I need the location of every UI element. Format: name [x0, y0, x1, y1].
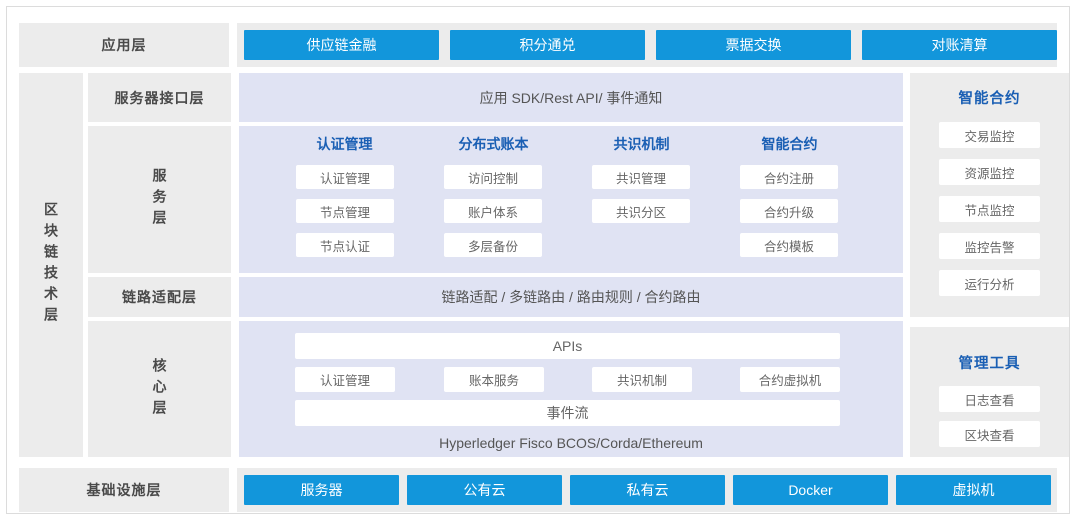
- core-footer-platforms: Hyperledger Fisco BCOS/Corda/Ethereum: [439, 435, 703, 451]
- infra-button-server[interactable]: 服务器: [244, 475, 399, 505]
- right-panel-item-runtime-analysis[interactable]: 运行分析: [939, 270, 1040, 296]
- right-panel-item-transaction-monitor[interactable]: 交易监控: [939, 122, 1040, 148]
- right-panel-item-node-monitor[interactable]: 节点监控: [939, 196, 1040, 222]
- application-layer-label-box: 应用层: [19, 23, 229, 67]
- core-module-contract-vm[interactable]: 合约虚拟机: [740, 367, 840, 392]
- link-adapter-layer-label-box: 链路适配层: [88, 277, 231, 317]
- blockchain-tech-layer-label: 区块链技术层: [43, 202, 59, 328]
- right-panel-item-resource-monitor[interactable]: 资源监控: [939, 159, 1040, 185]
- app-button-reconciliation-settlement[interactable]: 对账清算: [862, 30, 1057, 60]
- right-panel-item-monitor-alarm[interactable]: 监控告警: [939, 233, 1040, 259]
- service-item-consensus-2[interactable]: 共识分区: [592, 199, 690, 223]
- server-interface-layer-label: 服务器接口层: [114, 89, 205, 106]
- right-panel-smart-contract-header: 智能合约: [958, 90, 1021, 107]
- service-column-header-consensus: 共识机制: [613, 136, 670, 152]
- app-button-supply-chain-finance[interactable]: 供应链金融: [244, 30, 439, 60]
- service-item-auth-1[interactable]: 认证管理: [296, 165, 394, 189]
- service-column-header-ledger: 分布式账本: [458, 136, 529, 152]
- core-module-consensus[interactable]: 共识机制: [592, 367, 692, 392]
- core-layer-label-box: 核心层: [88, 321, 231, 457]
- service-layer-label: 服务层: [151, 168, 168, 231]
- application-layer-label: 应用层: [101, 37, 147, 53]
- core-layer-label: 核心层: [151, 357, 168, 421]
- infrastructure-layer-label-box: 基础设施层: [19, 468, 229, 512]
- service-item-ledger-3[interactable]: 多层备份: [444, 233, 542, 257]
- service-item-auth-2[interactable]: 节点管理: [296, 199, 394, 223]
- service-column-header-smart-contract: 智能合约: [761, 136, 818, 152]
- service-item-ledger-2[interactable]: 账户体系: [444, 199, 542, 223]
- service-layer-label-box: 服务层: [88, 126, 231, 273]
- infra-button-virtual-machine[interactable]: 虚拟机: [896, 475, 1051, 505]
- app-button-points-exchange[interactable]: 积分通兑: [450, 30, 645, 60]
- server-interface-layer-label-box: 服务器接口层: [88, 73, 231, 122]
- service-item-contract-1[interactable]: 合约注册: [740, 165, 838, 189]
- server-interface-layer-content: 应用 SDK/Rest API/ 事件通知: [239, 73, 903, 122]
- infrastructure-layer-label: 基础设施层: [86, 482, 162, 498]
- right-panel-management-tools-header: 管理工具: [958, 355, 1021, 372]
- service-item-ledger-1[interactable]: 访问控制: [444, 165, 542, 189]
- infra-button-private-cloud[interactable]: 私有云: [570, 475, 725, 505]
- core-event-stream-bar[interactable]: 事件流: [295, 400, 840, 426]
- infra-button-public-cloud[interactable]: 公有云: [407, 475, 562, 505]
- blockchain-tech-layer-rail: 区块链技术层: [19, 73, 83, 457]
- service-item-auth-3[interactable]: 节点认证: [296, 233, 394, 257]
- infra-button-docker[interactable]: Docker: [733, 475, 888, 505]
- core-apis-bar[interactable]: APIs: [295, 333, 840, 359]
- service-item-contract-3[interactable]: 合约模板: [740, 233, 838, 257]
- right-panel-item-block-explorer[interactable]: 区块查看: [939, 421, 1040, 447]
- service-item-consensus-1[interactable]: 共识管理: [592, 165, 690, 189]
- service-item-contract-2[interactable]: 合约升级: [740, 199, 838, 223]
- core-module-ledger-service[interactable]: 账本服务: [444, 367, 544, 392]
- app-button-bill-exchange[interactable]: 票据交换: [656, 30, 851, 60]
- link-adapter-layer-label: 链路适配层: [122, 289, 197, 305]
- right-panel-item-log-viewer[interactable]: 日志查看: [939, 386, 1040, 412]
- diagram-frame: 应用层 供应链金融 积分通兑 票据交换 对账清算 区块链技术层 服务器接口层 应…: [6, 6, 1070, 514]
- core-module-auth[interactable]: 认证管理: [295, 367, 395, 392]
- link-adapter-layer-content: 链路适配 / 多链路由 / 路由规则 / 合约路由: [239, 277, 903, 317]
- service-column-header-auth: 认证管理: [316, 136, 373, 152]
